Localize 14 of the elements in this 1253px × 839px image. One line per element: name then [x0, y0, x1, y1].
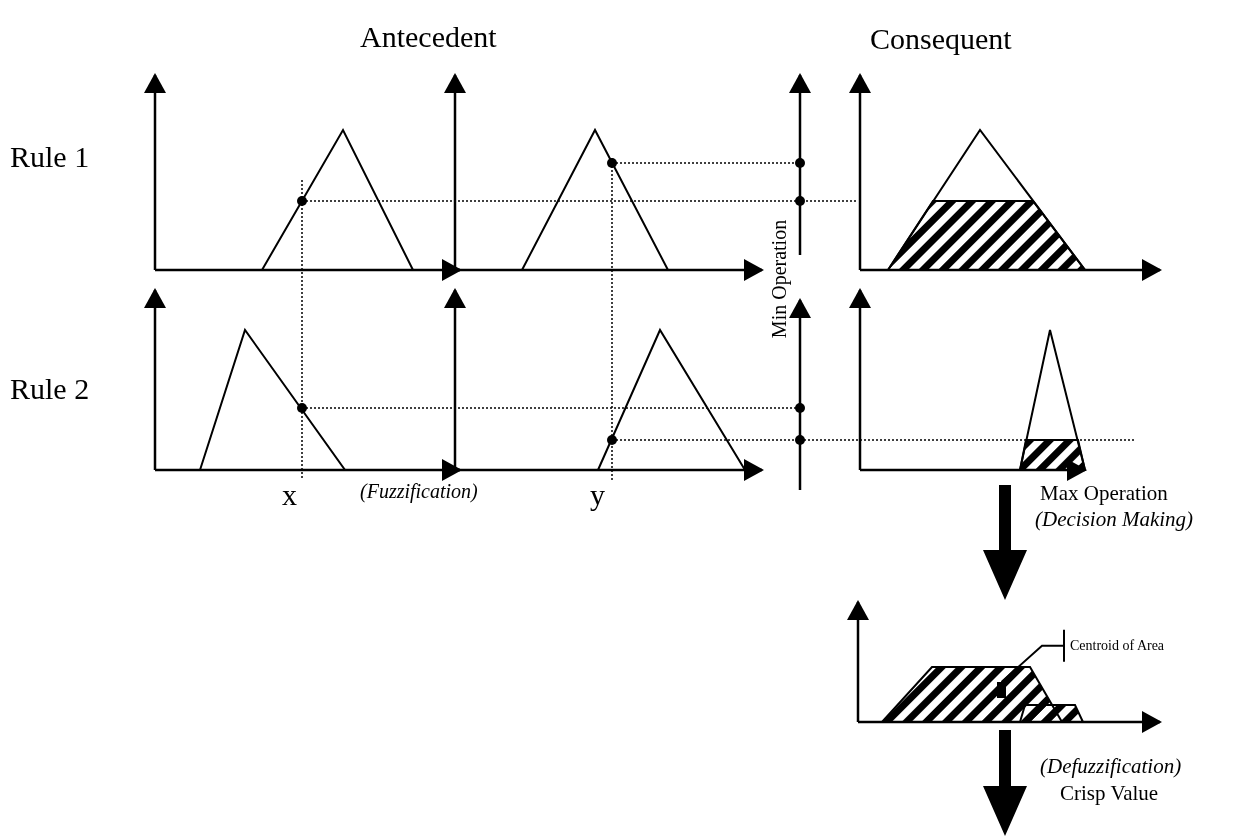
column-heading: Antecedent	[360, 20, 497, 53]
axis-label: y	[590, 478, 605, 511]
step-label: (Defuzzification)	[1040, 755, 1182, 779]
step-label: (Decision Making)	[1035, 508, 1194, 532]
column-heading: Consequent	[870, 22, 1012, 55]
row-label: Rule 2	[10, 372, 90, 405]
row-label: Rule 1	[10, 140, 90, 173]
step-label: (Fuzzification)	[360, 480, 478, 502]
axis-label: Min Operation	[768, 219, 791, 339]
step-label: Max Operation	[1040, 482, 1168, 506]
callout-text: Centroid of Area	[1070, 638, 1165, 654]
centroid-marker	[997, 682, 1006, 698]
axis-label: x	[282, 478, 297, 511]
output-label: Crisp Value	[1060, 782, 1159, 806]
